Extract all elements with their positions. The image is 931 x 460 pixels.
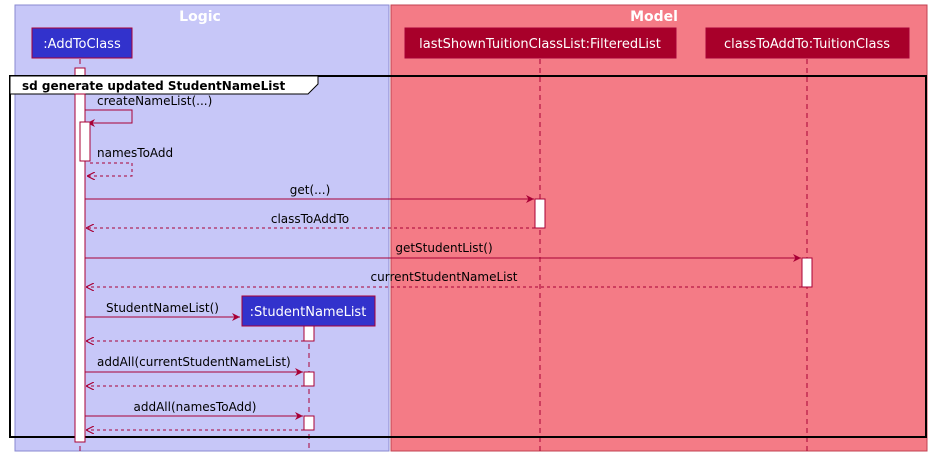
message-student-name-list-ctor-label: StudentNameList() [106, 301, 219, 315]
message-names-to-add-label: namesToAdd [97, 146, 173, 160]
class-to-add-to-activation [801, 257, 813, 288]
message-class-to-add-to: classToAddTo [86, 212, 535, 228]
add-to-class-activation-main [74, 93, 86, 443]
student-name-list-activation-3 [303, 415, 315, 431]
message-get: get(...) [85, 183, 534, 203]
message-get-label: get(...) [290, 183, 331, 197]
participant-student-name-list-label: :StudentNameList [250, 305, 367, 320]
message-class-to-add-to-label: classToAddTo [271, 212, 349, 226]
message-student-name-list-ctor: StudentNameList() [85, 301, 240, 321]
tuition-class-list-activation [534, 198, 546, 229]
message-current-student-name-list: currentStudentNameList [86, 270, 802, 287]
message-add-all-names: addAll(namesToAdd) [85, 400, 303, 420]
sd-frame: sd generate updated StudentNameList [9, 75, 927, 438]
message-create-name-list-label: createNameList(...) [97, 94, 212, 108]
message-add-all-current: addAll(currentStudentNameList) [85, 355, 303, 376]
message-current-student-name-list-label: currentStudentNameList [371, 270, 518, 284]
participant-class-to-add-to[interactable]: classToAddTo:TuitionClass [705, 27, 910, 59]
participant-add-to-class[interactable]: :AddToClass [31, 27, 133, 59]
participant-student-name-list[interactable]: :StudentNameList [241, 295, 376, 327]
logic-lane-title: Logic [179, 9, 221, 25]
participant-class-to-add-to-label: classToAddTo:TuitionClass [724, 37, 890, 52]
participant-add-to-class-label: :AddToClass [43, 37, 121, 52]
model-lane-title: Model [630, 9, 678, 25]
frame-title: sd generate updated StudentNameList [22, 79, 285, 93]
message-add-all-names-label: addAll(namesToAdd) [134, 400, 257, 414]
participant-tuition-class-list-label: lastShownTuitionClassList:FilteredList [419, 37, 661, 52]
message-names-to-add: namesToAdd [87, 146, 173, 176]
message-get-student-list-label: getStudentList() [395, 241, 492, 255]
model-lane: Model [390, 4, 928, 452]
participant-tuition-class-list[interactable]: lastShownTuitionClassList:FilteredList [404, 27, 677, 59]
message-create-name-list: createNameList(...) [85, 94, 212, 127]
message-get-student-list: getStudentList() [85, 241, 801, 262]
add-to-class-self-activation [79, 121, 91, 162]
student-name-list-activation-1 [303, 325, 315, 342]
message-add-all-current-label: addAll(currentStudentNameList) [97, 355, 291, 369]
student-name-list-activation-2 [303, 371, 315, 387]
